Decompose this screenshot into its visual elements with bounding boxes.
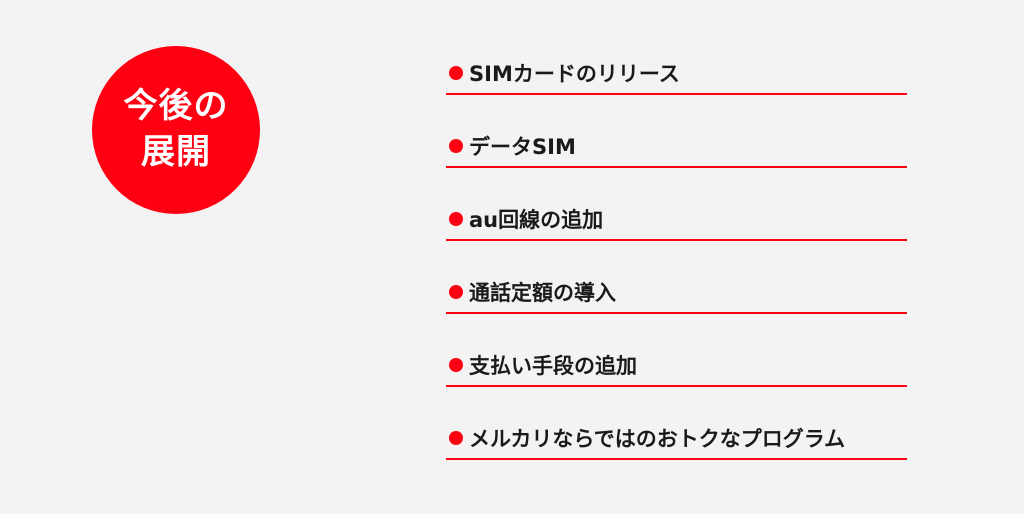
item-divider bbox=[446, 93, 907, 95]
list-item: メルカリならではのおトクなプログラム bbox=[446, 413, 907, 486]
item-divider bbox=[446, 239, 907, 241]
list-item-label: 支払い手段の追加 bbox=[469, 354, 637, 378]
section-badge: 今後の 展開 bbox=[92, 46, 260, 214]
list-item: 通話定額の導入 bbox=[446, 267, 907, 340]
bullet-dot-icon bbox=[449, 358, 463, 372]
bullet-dot-icon bbox=[449, 139, 463, 153]
list-item-label: メルカリならではのおトクなプログラム bbox=[469, 427, 846, 451]
list-item-label: SIMカードのリリース bbox=[469, 62, 680, 86]
list-item: 支払い手段の追加 bbox=[446, 340, 907, 413]
list-item: SIMカードのリリース bbox=[446, 48, 907, 121]
item-divider bbox=[446, 312, 907, 314]
bullet-dot-icon bbox=[449, 66, 463, 80]
bullet-dot-icon bbox=[449, 212, 463, 226]
bullet-dot-icon bbox=[449, 285, 463, 299]
bullet-dot-icon bbox=[449, 431, 463, 445]
badge-line-1: 今後の bbox=[123, 86, 229, 127]
item-divider bbox=[446, 166, 907, 168]
list-item-label: au回線の追加 bbox=[469, 208, 604, 232]
badge-line-2: 展開 bbox=[141, 132, 211, 172]
list-item: au回線の追加 bbox=[446, 194, 907, 267]
list-item: データSIM bbox=[446, 121, 907, 194]
item-divider bbox=[446, 458, 907, 460]
list-item-label: 通話定額の導入 bbox=[469, 281, 616, 305]
item-divider bbox=[446, 385, 907, 387]
roadmap-list: SIMカードのリリース データSIM au回線の追加 通話定額の導入 支払い手段… bbox=[446, 48, 907, 486]
list-item-label: データSIM bbox=[469, 135, 576, 159]
